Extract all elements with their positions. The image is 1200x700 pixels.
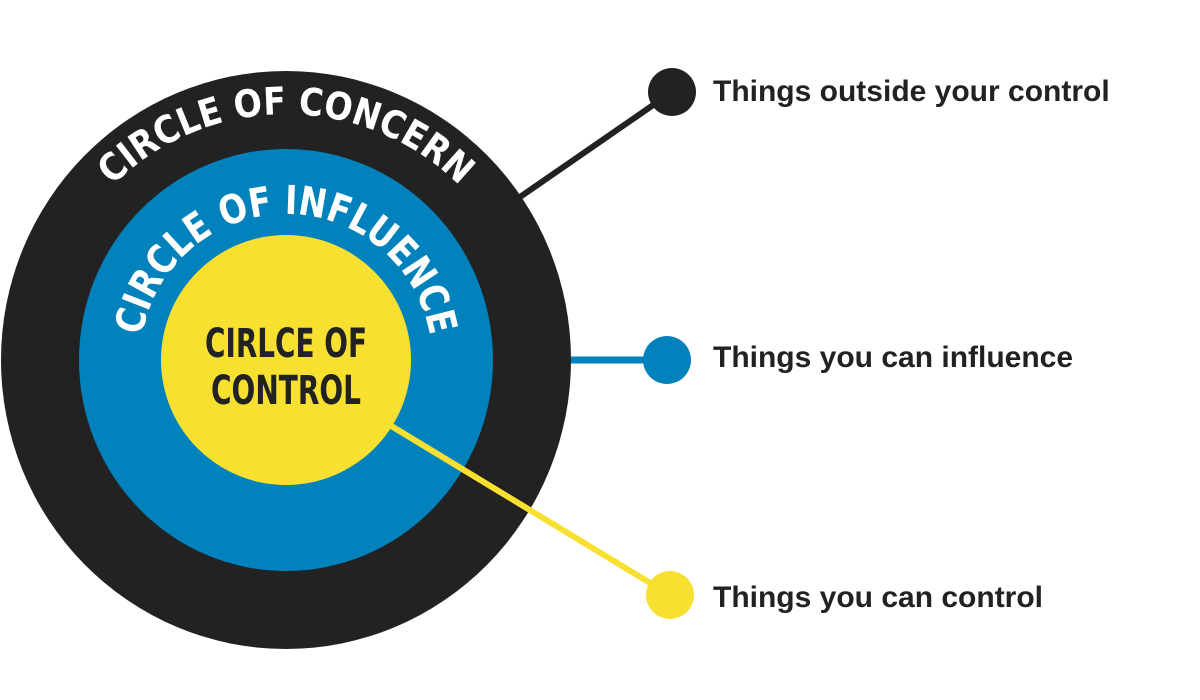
legend-label-influence: Things you can influence <box>713 341 1074 374</box>
connector-line-concern <box>518 89 674 200</box>
legend-dot-concern <box>648 68 696 116</box>
legend-dot-control <box>646 571 694 619</box>
connector-line-control <box>386 421 672 598</box>
control-label-line1: CIRLCE OF <box>205 321 367 367</box>
control-label-line2: CONTROL <box>211 368 361 414</box>
legend-dot-influence <box>643 336 691 384</box>
legend-label-concern: Things outside your control <box>713 75 1110 108</box>
circle-of-control <box>161 235 411 485</box>
legend-label-control: Things you can control <box>713 581 1044 614</box>
